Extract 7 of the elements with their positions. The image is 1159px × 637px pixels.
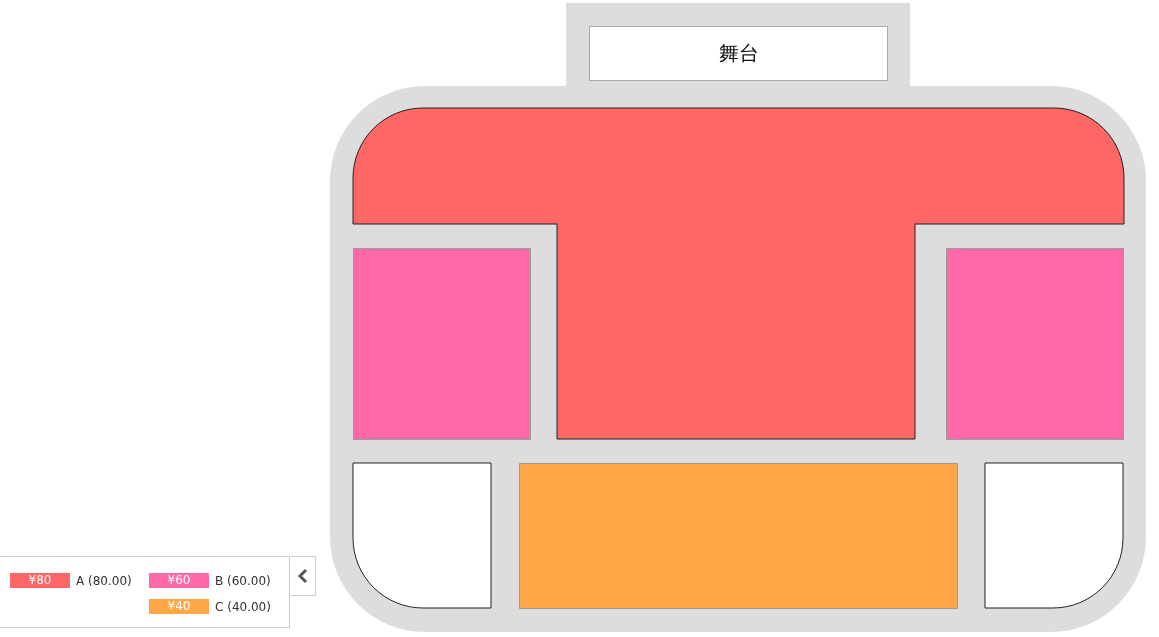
stage-box: 舞台 <box>589 26 888 81</box>
legend-swatch: ¥60 <box>149 573 209 588</box>
legend-label: C (40.00) <box>215 599 271 614</box>
legend-swatch: ¥40 <box>149 599 209 614</box>
legend-label: A (80.00) <box>76 573 132 588</box>
legend-label: B (60.00) <box>215 573 271 588</box>
legend-swatch: ¥80 <box>10 573 70 588</box>
